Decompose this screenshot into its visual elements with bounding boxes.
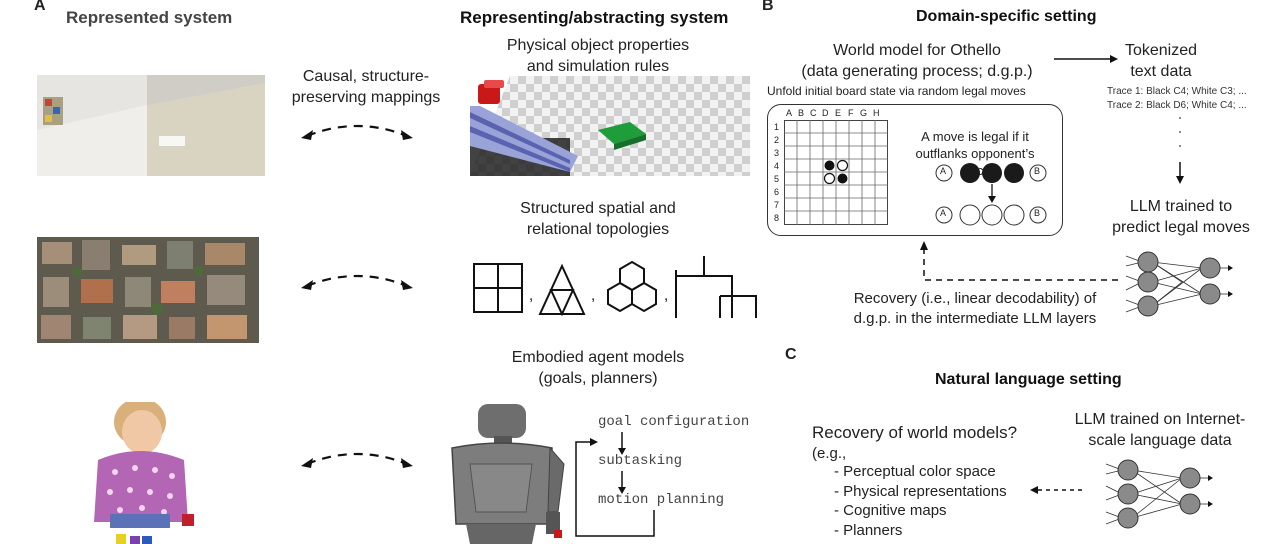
hexagon-topology-icon (607, 260, 657, 313)
disc-b-top: B (1034, 166, 1041, 176)
item-planners: - Planners (834, 522, 903, 539)
col-label-g: G (860, 108, 868, 118)
triangle-topology-icon (538, 263, 586, 317)
topology-sep-2: , (591, 287, 595, 304)
eg-label: (e.g., (812, 445, 847, 462)
world-model-label: World model for Othello (data generating… (801, 42, 1033, 80)
disc-e5 (837, 173, 848, 184)
row-label-2: 2 (774, 135, 780, 145)
recovery-c-dashed-arrow (1030, 486, 1086, 494)
mapping-arrow-1 (301, 124, 413, 140)
tree-topology-icon (675, 256, 757, 318)
topology-title: Structured spatial and relational topolo… (520, 200, 676, 238)
neural-network-icon (1125, 251, 1233, 317)
physics-simulation-scene (470, 76, 750, 176)
othello-box (767, 104, 1063, 236)
panel-c-letter: C (785, 346, 797, 363)
representing-system-header: Representing/abstracting system (460, 8, 729, 27)
col-label-a: A (786, 108, 793, 118)
row-label-8: 8 (774, 213, 780, 223)
domain-specific-header: Domain-specific setting (916, 8, 1097, 25)
row-label-3: 3 (774, 148, 780, 158)
tokenized-label: Tokenized text data (1124, 42, 1198, 80)
row-label-7: 7 (774, 200, 780, 210)
planner-flow-arrows (575, 432, 655, 537)
represented-system-header: Represented system (66, 8, 233, 27)
planner-subtasking: subtasking (598, 453, 683, 469)
trace-2: Trace 2: Black D6; White C4; ... (1107, 100, 1247, 111)
agent-title: Embodied agent models (goals, planners) (511, 349, 685, 387)
topology-sep-3: , (664, 287, 668, 304)
disc-d4 (824, 160, 835, 171)
planner-goal-configuration: goal configuration (598, 414, 750, 430)
item-color-space: - Perceptual color space (834, 463, 996, 480)
grid-topology-icon (473, 263, 523, 313)
neural-network-c-icon (1105, 459, 1213, 529)
recovery-label: Recovery (i.e., linear decodability) of … (853, 290, 1097, 327)
mapping-arrow-2 (301, 274, 413, 290)
col-label-c: C (810, 108, 817, 118)
row-label-5: 5 (774, 174, 780, 184)
child-playing-photo (80, 402, 210, 544)
unfold-label: Unfold initial board state via random le… (767, 84, 1026, 98)
natural-language-header: Natural language setting (935, 371, 1122, 388)
col-label-b: B (798, 108, 805, 118)
item-cognitive-maps: - Cognitive maps (834, 502, 947, 519)
panel-b-letter: B (762, 0, 774, 14)
recovery-question: Recovery of world models? (812, 423, 1018, 442)
trace-1: Trace 1: Black C4; White C3; ... (1107, 86, 1247, 97)
topology-sep-1: , (529, 287, 533, 304)
row-label-6: 6 (774, 187, 780, 197)
mapping-label: Causal, structure- preserving mappings (291, 68, 441, 106)
recovery-dashed-arrow (920, 241, 1118, 281)
llm-internet-label: LLM trained on Internet- scale language … (1074, 411, 1246, 449)
legal-move-diagram (935, 163, 1047, 226)
row-label-4: 4 (774, 161, 780, 171)
item-physical: - Physical representations (834, 483, 1007, 500)
world-to-text-arrow (1054, 55, 1118, 63)
physics-title: Physical object properties and simulatio… (506, 37, 690, 75)
row-label-1: 1 (774, 122, 780, 132)
llm-legal-moves-label: LLM trained to predict legal moves (1112, 198, 1250, 236)
disc-a-bottom: A (940, 208, 947, 218)
aerial-city-photo (37, 237, 259, 343)
col-label-h: H (873, 108, 880, 118)
col-label-f: F (848, 108, 854, 118)
room-blocks-photo (37, 75, 265, 176)
disc-d5 (823, 172, 836, 185)
planner-motion-planning: motion planning (598, 492, 725, 508)
topology-shapes: , , , (473, 256, 757, 318)
othello-board (784, 120, 888, 225)
disc-b-bottom: B (1034, 208, 1041, 218)
disc-a-top: A (940, 166, 947, 176)
mapping-arrow-3 (301, 452, 413, 468)
col-label-d: D (822, 108, 829, 118)
disc-e4 (836, 159, 849, 172)
col-label-e: E (835, 108, 842, 118)
panel-a-letter: A (34, 0, 46, 14)
trace-to-llm-arrow (1176, 117, 1184, 184)
robot-figure (451, 404, 565, 544)
